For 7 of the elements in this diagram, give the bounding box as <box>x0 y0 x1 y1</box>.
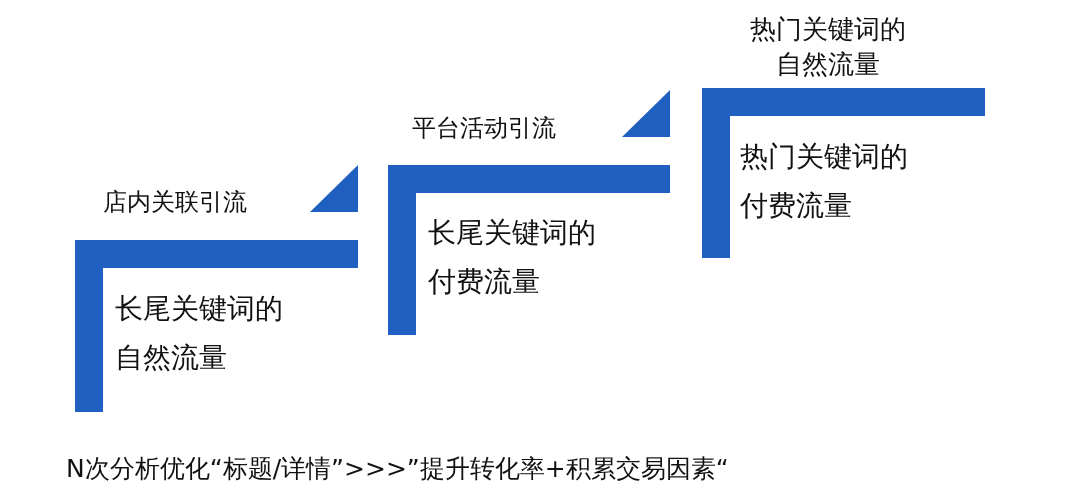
step-heading: 店内关联引流 <box>103 187 248 218</box>
step-text: 长尾关键词的付费流量 <box>428 215 597 300</box>
step-heading: 热门关键词的自然流量 <box>749 13 907 82</box>
step-heading: 平台活动引流 <box>412 113 557 144</box>
caption: N次分析优化“标题/详情”>>>”提升转化率+积累交易因素“ <box>66 453 729 485</box>
step-text: 热门关键词的付费流量 <box>740 139 909 224</box>
step-text: 长尾关键词的自然流量 <box>115 291 284 376</box>
